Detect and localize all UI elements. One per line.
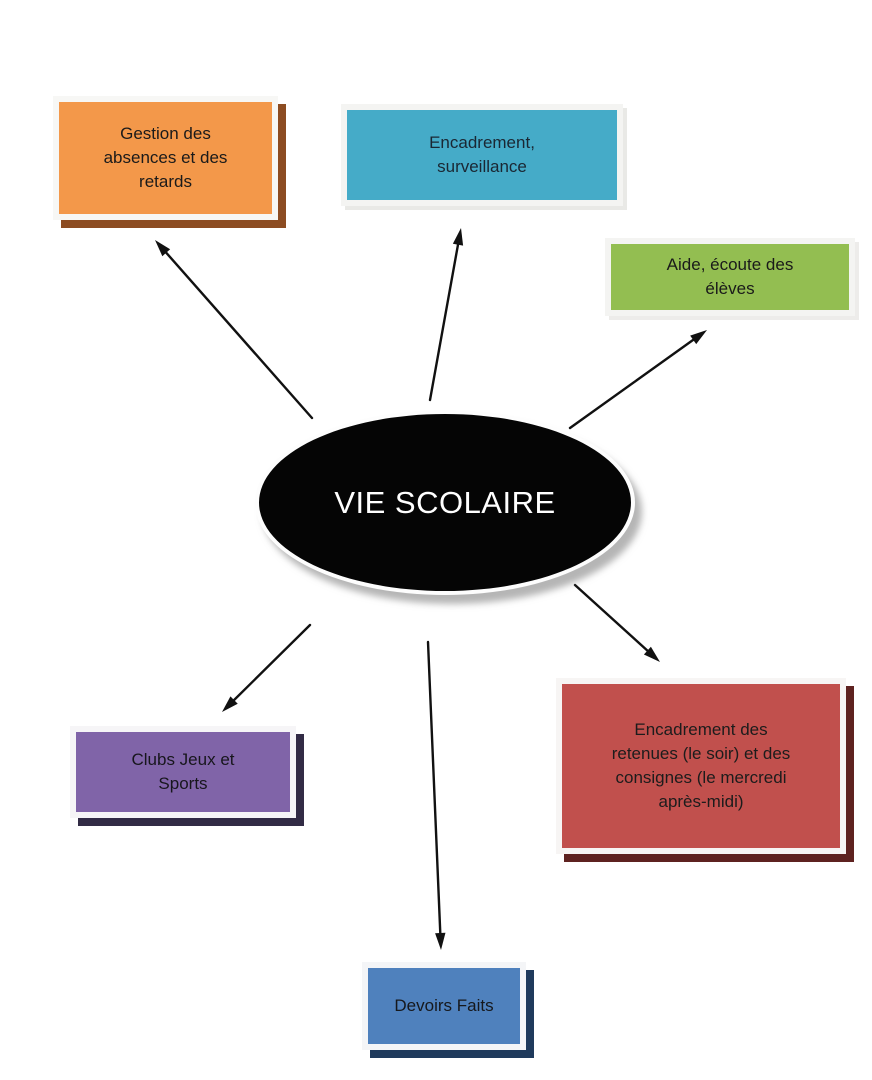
connector-line: [573, 583, 651, 654]
connector-line: [428, 240, 460, 402]
connector-line: [568, 336, 697, 430]
node-gestion-absences[interactable]: Gestion des absences et des retards: [53, 96, 278, 220]
central-node-vie-scolaire[interactable]: VIE SCOLAIRE: [255, 410, 635, 595]
node-encadrement-surveillance[interactable]: Encadrement, surveillance: [341, 104, 623, 206]
node-encadrement-retenues[interactable]: Encadrement des retenues (le soir) et de…: [556, 678, 846, 854]
node-aide-ecoute[interactable]: Aide, écoute des élèves: [605, 238, 855, 316]
node-clubs-jeux-sports[interactable]: Clubs Jeux et Sports: [70, 726, 296, 818]
node-label-gestion-absences: Gestion des absences et des retards: [103, 123, 228, 192]
connector-to-encadrement-retenues: [573, 583, 660, 662]
connector-to-devoirs-faits: [426, 640, 446, 950]
connector-arrowhead: [155, 240, 171, 257]
node-label-clubs-jeux-sports: Clubs Jeux et Sports: [131, 749, 235, 793]
connector-arrowhead: [222, 696, 238, 712]
node-label-encadrement-retenues: Encadrement des retenues (le soir) et de…: [611, 719, 791, 812]
connector-arrowhead: [690, 330, 707, 345]
connector-line: [163, 249, 314, 420]
node-label-encadrement-surveillance: Encadrement, surveillance: [429, 132, 535, 176]
connector-to-gestion-absences: [155, 240, 314, 420]
node-label-aide-ecoute: Aide, écoute des élèves: [666, 254, 794, 298]
connector-to-encadrement-surveillance: [428, 228, 464, 402]
connector-line: [426, 640, 442, 938]
connector-arrowhead: [435, 932, 446, 950]
connector-to-clubs-jeux-sports: [222, 623, 312, 712]
node-label-devoirs-faits: Devoirs Faits: [394, 995, 494, 1015]
connector-to-aide-ecoute: [568, 330, 707, 430]
connector-arrowhead: [643, 646, 660, 662]
node-devoirs-faits[interactable]: Devoirs Faits: [362, 962, 526, 1050]
central-node-label: VIE SCOLAIRE: [334, 484, 556, 520]
connector-arrowhead: [452, 228, 464, 246]
connector-line: [230, 623, 312, 704]
